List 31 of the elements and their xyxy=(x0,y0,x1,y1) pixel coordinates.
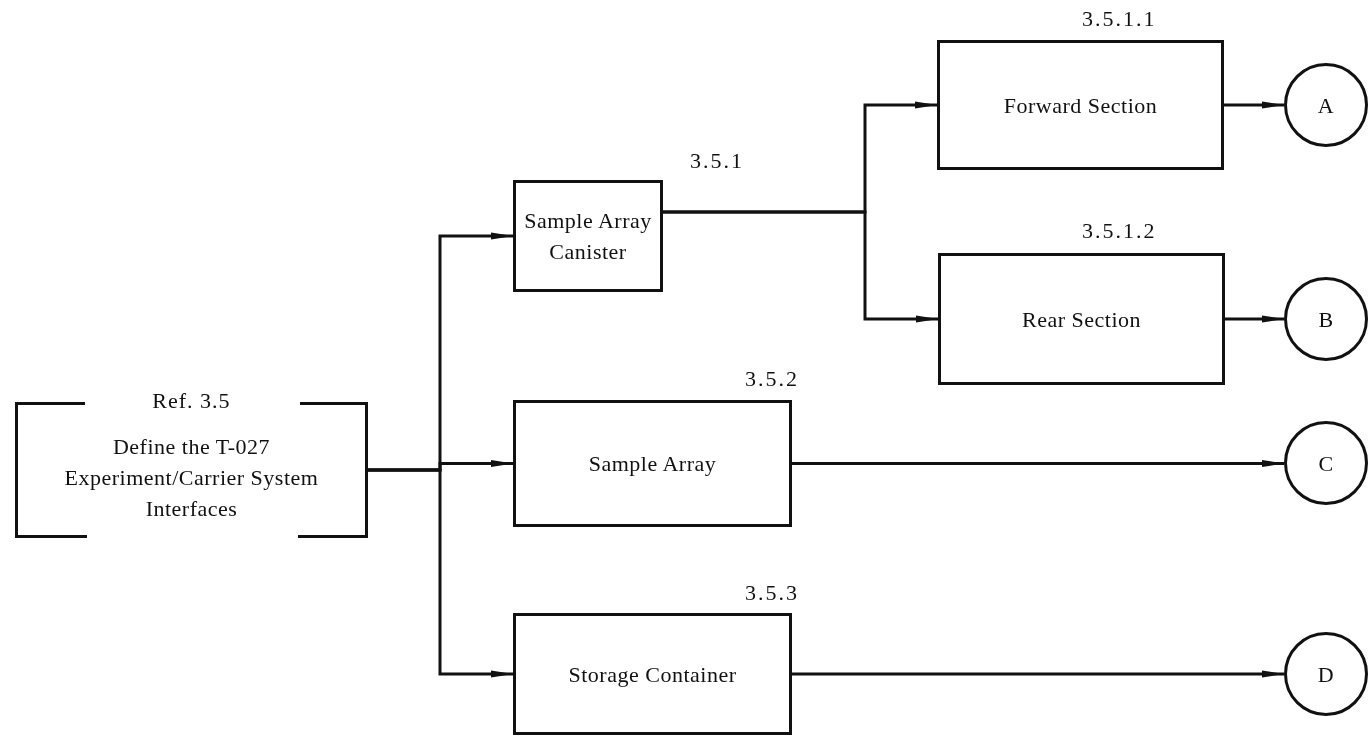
section-number: 3.5.2 xyxy=(745,366,799,392)
process-box xyxy=(513,180,663,292)
section-number: 3.5.3 xyxy=(745,580,799,606)
section-number: 3.5.1 xyxy=(690,148,744,174)
connector-circle xyxy=(1284,632,1368,716)
box-title: Sample Array Canister xyxy=(523,207,653,266)
arrow xyxy=(792,460,1284,467)
connector-letter: A xyxy=(1317,91,1335,120)
connector-circle xyxy=(1284,421,1368,505)
arrow xyxy=(792,670,1284,678)
arrow xyxy=(1225,315,1284,323)
connector-letter: D xyxy=(1317,660,1335,689)
box-title: Define the T-027 Experiment/Carrier System Interfaces xyxy=(63,432,320,523)
connector-letter: B xyxy=(1318,305,1334,334)
process-box xyxy=(937,40,1224,170)
process-box xyxy=(513,613,792,735)
section-number: 3.5.1.1 xyxy=(1082,6,1157,32)
box-title: Storage Container xyxy=(568,660,737,689)
connector-circle xyxy=(1284,277,1368,361)
connector-letter: C xyxy=(1318,449,1334,478)
arrow xyxy=(1224,101,1284,109)
reference-label: Ref. 3.5 xyxy=(152,387,231,415)
box-title: Sample Array xyxy=(588,450,717,478)
process-box xyxy=(938,253,1225,385)
arrow xyxy=(663,210,938,323)
box-title: Rear Section xyxy=(1022,305,1141,334)
process-box xyxy=(513,400,792,527)
connector-circle xyxy=(1284,63,1368,147)
box-title: Forward Section xyxy=(1003,91,1158,120)
arrow xyxy=(368,468,513,678)
section-number: 3.5.1.2 xyxy=(1082,218,1157,244)
